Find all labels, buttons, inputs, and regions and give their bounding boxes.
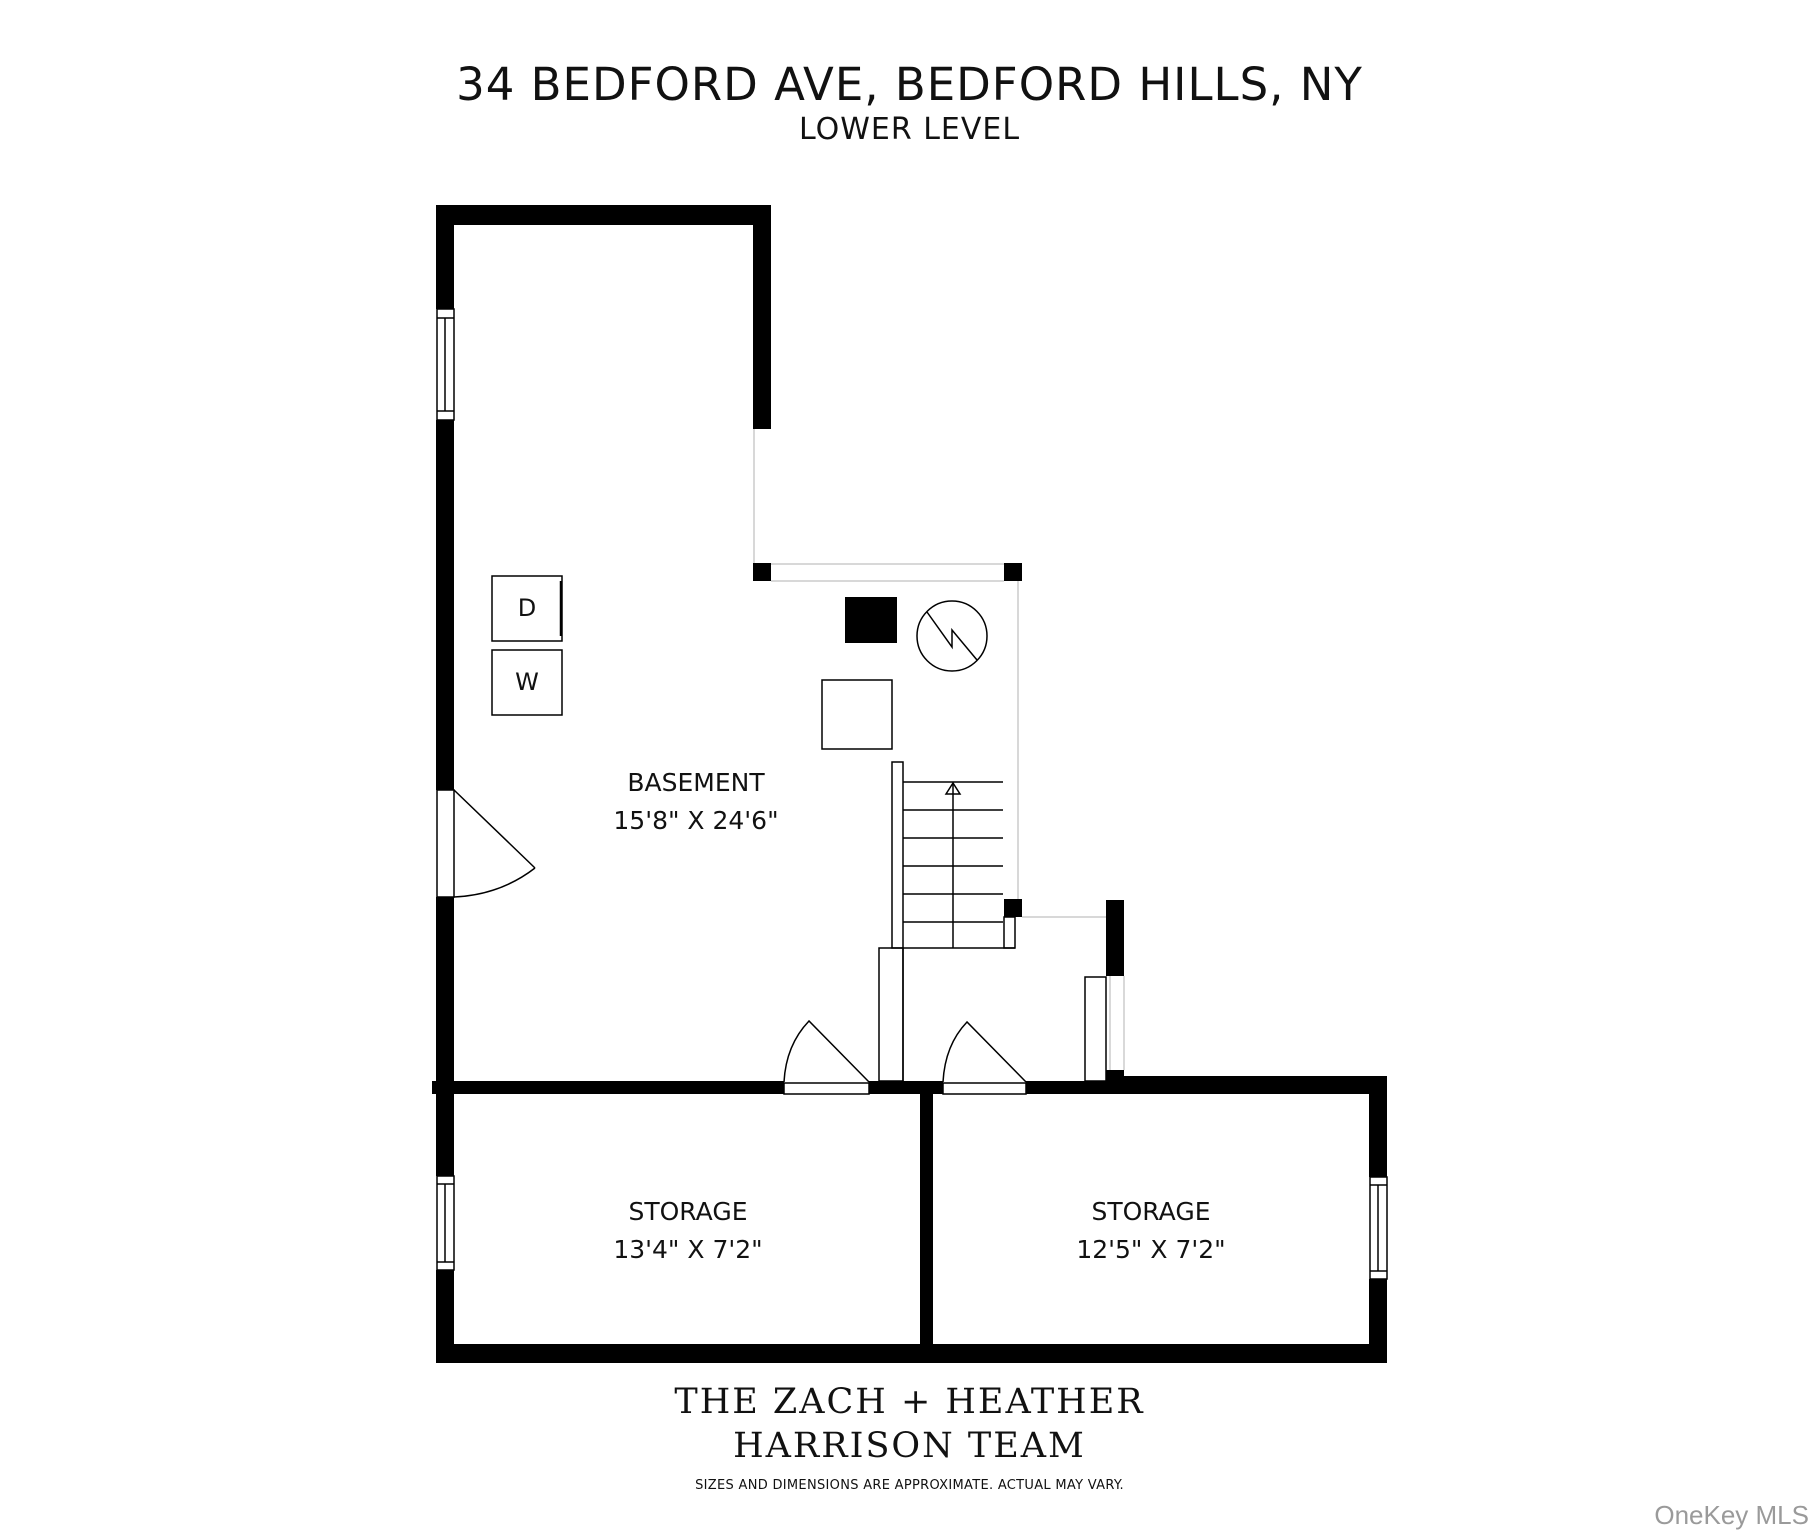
water-heater-icon xyxy=(916,600,988,672)
walls xyxy=(432,205,1387,1363)
room-dimensions: 13'4" X 7'2" xyxy=(613,1235,763,1264)
door-swing-icon xyxy=(436,789,536,898)
furnace-icon xyxy=(821,679,893,750)
washer-icon xyxy=(491,649,563,716)
opening-lines xyxy=(753,429,1125,1070)
room-dimensions: 12'5" X 7'2" xyxy=(1076,1235,1226,1264)
room-name: STORAGE xyxy=(628,1197,748,1226)
room-basement: BASEMENT 15'8" X 24'6" xyxy=(546,764,846,840)
disclaimer: SIZES AND DIMENSIONS ARE APPROXIMATE. AC… xyxy=(695,1478,1124,1493)
team-line-1: THE ZACH + HEATHER xyxy=(674,1382,1145,1422)
dryer-icon xyxy=(491,575,563,642)
team-line-2: HARRISON TEAM xyxy=(733,1426,1086,1466)
laundry xyxy=(491,575,563,716)
stairs xyxy=(878,761,1107,1082)
window-icon xyxy=(436,308,1388,1280)
room-name: BASEMENT xyxy=(627,768,765,797)
address-title: 34 BEDFORD AVE, BEDFORD HILLS, NY xyxy=(456,58,1363,111)
room-name: STORAGE xyxy=(1091,1197,1211,1226)
utility-box-icon xyxy=(845,597,897,643)
room-storage-right: STORAGE 12'5" X 7'2" xyxy=(1001,1193,1301,1269)
room-dimensions: 15'8" X 24'6" xyxy=(613,806,779,835)
room-storage-left: STORAGE 13'4" X 7'2" xyxy=(538,1193,838,1269)
door-swing-icon xyxy=(783,1019,1027,1095)
dryer-label: D xyxy=(517,594,537,622)
level-subtitle: LOWER LEVEL xyxy=(798,112,1021,147)
mls-watermark: OneKey MLS xyxy=(1654,1500,1809,1530)
washer-label: W xyxy=(515,668,539,696)
stairs-up-arrow-icon xyxy=(944,781,962,795)
